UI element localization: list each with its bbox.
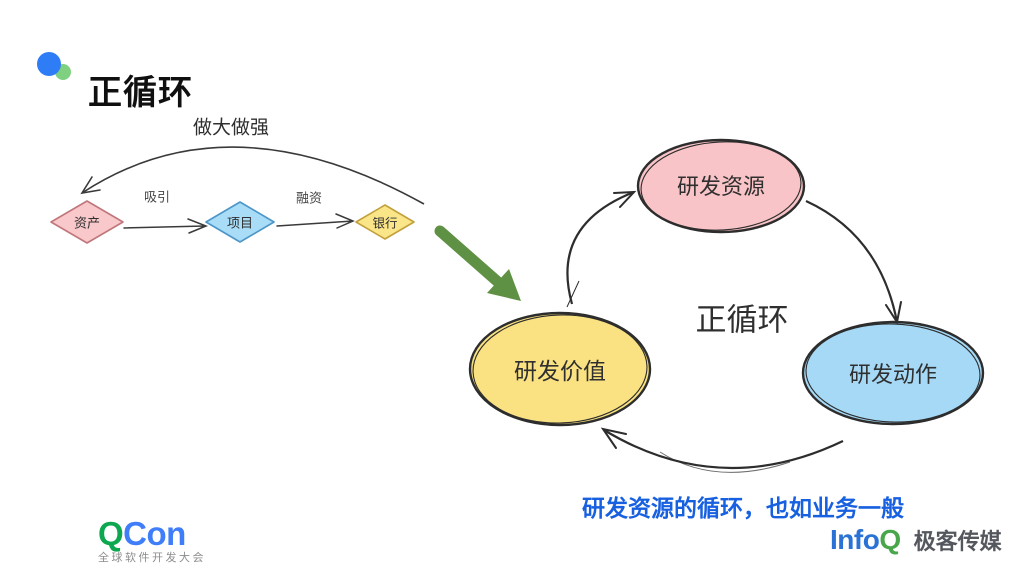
cycle-node-rd-actions-label: 研发动作 [848,362,938,387]
qcon-wordmark: QCon [98,517,206,550]
infoq-brand-name: 极客传媒 [913,529,1002,554]
flow-node-project-label: 项目 [226,215,254,231]
flow-edge-label-attract: 吸引 [143,189,171,205]
cycle-node-rd-resources-label: 研发资源 [676,174,766,199]
diamond-bank [355,204,415,240]
ellipse-rd-value-sketch [472,314,648,424]
page-title: 正循环 [88,73,193,112]
loop-arc [81,146,425,205]
qcon-q-letter: Q [98,515,124,552]
cycle-node-rd-value-label: 研发价值 [514,358,606,384]
flow-node-assets-label: 资产 [73,215,101,231]
ellipse-rd-resources [636,138,806,234]
arrow-resources-to-actions [805,200,899,323]
arrow-assets-to-project [123,218,209,234]
diamond-assets [50,200,124,244]
arrow-resources-to-actions-head [885,301,902,325]
big-green-arrow-shaft [434,225,504,288]
ellipse-rd-actions [801,320,985,426]
diamond-project [205,201,275,243]
arrow-value-to-resources-head [613,190,637,208]
arrow-actions-to-value [603,429,844,470]
slide-caption: 研发资源的循环，也如业务一般 [582,495,904,521]
arrow-actions-to-value-head [600,427,627,449]
infoq-logo: InfoQ 极客传媒 [830,524,1002,556]
ellipse-rd-resources-sketch [640,141,802,231]
ellipse-rd-value [468,311,652,427]
arrow-value-to-resources [566,190,635,305]
loop-arc-arrowhead [80,176,101,195]
flow-node-bank-label: 银行 [372,216,398,231]
big-green-arrow-head [487,269,521,301]
flow-edge-label-financing: 融资 [295,190,323,206]
infoq-q-letter: Q [879,524,901,555]
qcon-subtitle: 全球软件开发大会 [98,552,206,564]
arrow-project-to-bank [276,213,355,229]
infoq-info-letters: Info [830,524,880,555]
qcon-con-letters: Con [123,515,186,552]
infoq-wordmark: InfoQ [830,524,901,556]
ellipse-rd-actions-sketch [805,323,981,423]
qcon-logo: QCon 全球软件开发大会 [98,517,206,564]
slide-logo-blue-dot-icon [37,52,61,76]
arrow-actions-to-value-sketch [659,451,791,473]
arrow-value-to-resources-sketch-tail [566,280,580,308]
cycle-center-label: 正循环 [695,302,789,338]
flow-loop-label: 做大做强 [192,117,270,139]
